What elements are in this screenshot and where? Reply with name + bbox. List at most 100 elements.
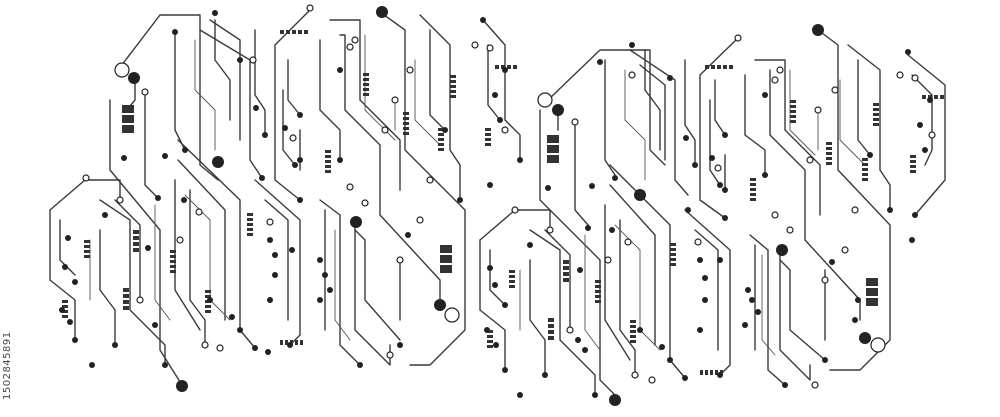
via-ring — [771, 76, 779, 84]
chip-block — [866, 288, 878, 296]
trace — [487, 44, 501, 121]
trace — [779, 259, 826, 361]
chip-segment — [790, 110, 796, 113]
solder-pad — [487, 182, 493, 188]
trace — [644, 49, 661, 151]
via-ring — [351, 36, 359, 44]
chip-segment — [62, 310, 68, 313]
chip-segment — [790, 120, 796, 123]
via-ring — [870, 337, 886, 353]
via-ring — [911, 74, 919, 82]
solder-pad — [917, 122, 923, 128]
solder-pad — [176, 380, 188, 392]
trace — [609, 184, 656, 346]
chip-segment — [509, 270, 515, 273]
via-ring — [786, 226, 794, 234]
via-ring — [566, 326, 574, 334]
chip-segment — [84, 245, 90, 248]
chip-segment — [922, 95, 926, 99]
solder-pad — [517, 392, 523, 398]
solder-pad — [927, 97, 933, 103]
chip-segment — [826, 142, 832, 145]
chip-segment — [910, 170, 916, 173]
solder-pad — [722, 132, 728, 138]
solder-pad — [252, 345, 258, 351]
solder-pad — [89, 362, 95, 368]
solder-pad — [405, 232, 411, 238]
via-ring — [694, 238, 702, 246]
chip-segment — [670, 248, 676, 251]
solder-pad — [692, 162, 698, 168]
trace — [109, 99, 183, 386]
trace — [709, 99, 721, 186]
chip-segment — [62, 305, 68, 308]
trace — [769, 69, 861, 321]
solder-pad — [327, 287, 333, 293]
solder-pad — [457, 197, 463, 203]
chip-segment — [205, 310, 211, 313]
chip-segment — [750, 188, 756, 191]
trace — [254, 29, 266, 136]
chip-segment — [873, 113, 879, 116]
trace — [49, 179, 121, 211]
chip-segment — [563, 272, 569, 276]
solder-pad — [867, 152, 873, 158]
chip-segment — [509, 285, 515, 288]
via-ring — [444, 307, 460, 323]
trace — [639, 64, 666, 161]
solder-pad — [659, 344, 665, 350]
chip-segment — [485, 128, 491, 131]
trace — [319, 39, 341, 161]
chip-segment — [403, 112, 409, 115]
chip-segment — [450, 85, 456, 88]
solder-pad — [322, 272, 328, 278]
solder-pad — [722, 215, 728, 221]
chip-segment — [548, 318, 554, 322]
trace — [539, 109, 621, 401]
solder-pad — [237, 57, 243, 63]
chip-segment — [363, 83, 369, 86]
chip-block — [440, 265, 452, 273]
chip-segment — [630, 320, 636, 323]
solder-pad — [484, 327, 490, 333]
chip-block — [440, 245, 452, 253]
solder-pad — [259, 175, 265, 181]
via-ring — [821, 276, 829, 284]
trace — [379, 11, 466, 366]
solder-pad — [597, 59, 603, 65]
via-ring — [141, 88, 149, 96]
solder-pad — [634, 189, 646, 201]
solder-pad — [502, 367, 508, 373]
solder-pad — [62, 264, 68, 270]
trace — [414, 59, 441, 146]
trace — [174, 29, 186, 151]
chip-segment — [298, 30, 302, 34]
chip-segment — [170, 260, 176, 263]
trace — [744, 74, 766, 176]
trace — [907, 54, 946, 216]
trace — [254, 179, 301, 346]
chip-segment — [862, 178, 868, 181]
chip-block — [547, 135, 559, 143]
solder-pad — [829, 259, 835, 265]
chip-segment — [285, 340, 288, 345]
chip-segment — [325, 170, 331, 173]
chip-segment — [487, 330, 493, 333]
via-ring — [361, 199, 369, 207]
chip-segment — [750, 198, 756, 201]
chip-segment — [630, 335, 636, 338]
chip-segment — [485, 138, 491, 141]
chip-segment — [705, 65, 709, 69]
chip-segment — [548, 330, 554, 334]
solder-pad — [172, 29, 178, 35]
chip-segment — [62, 300, 68, 303]
solder-pad — [72, 279, 78, 285]
trace — [177, 159, 226, 321]
trace — [624, 69, 646, 181]
via-ring — [471, 41, 479, 49]
chip-segment — [595, 300, 601, 303]
solder-pad — [272, 252, 278, 258]
chip-segment — [205, 290, 211, 293]
solder-pad — [145, 245, 151, 251]
chip-segment — [325, 150, 331, 153]
